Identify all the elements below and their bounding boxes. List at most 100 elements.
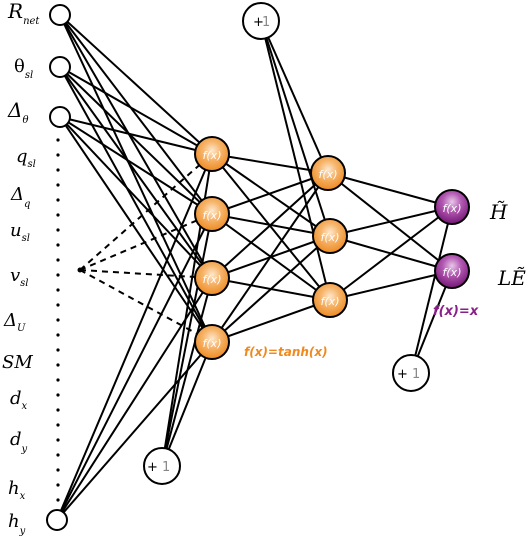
edge-bias-hidden1	[161, 213, 213, 467]
ellipsis-dot	[56, 498, 60, 502]
input-label-delta-u: ΔU	[3, 310, 26, 334]
hidden1-node-3: f(x)	[194, 260, 230, 296]
dashed-fan-origin	[77, 267, 83, 273]
edge-input-hidden1	[59, 116, 213, 215]
input-node-delta-theta	[49, 106, 71, 128]
edge-input-hidden1	[59, 116, 213, 279]
input-label-h-x: hx	[8, 478, 26, 502]
edge-hidden2-output	[327, 172, 453, 208]
node-function-label: f(x)	[203, 149, 222, 162]
ellipsis-dot	[56, 408, 60, 412]
input-node-h-y	[46, 509, 68, 531]
connections	[56, 14, 453, 521]
edge-input-hidden1	[59, 66, 213, 279]
edge-hidden1-hidden2	[211, 172, 329, 279]
input-node-theta-sl	[49, 56, 71, 78]
ellipsis-dot	[56, 258, 60, 262]
bias-one: 1	[412, 367, 420, 382]
node-function-label: f(x)	[203, 337, 222, 350]
edge-bias-hidden2	[260, 20, 329, 174]
output-label-le: LẼ	[497, 266, 526, 290]
node-function-label: f(x)	[443, 266, 462, 279]
ellipsis-dot	[56, 348, 60, 352]
edge-hidden-inputs-dashed	[79, 213, 213, 271]
input-label-r-net: Rnet	[7, 0, 40, 27]
edge-input-hidden1	[56, 153, 213, 521]
edge-hidden1-hidden2	[211, 153, 331, 301]
output-node-h: f(x)	[434, 189, 470, 225]
edge-hidden1-hidden2	[211, 172, 329, 215]
edge-input-hidden1	[59, 66, 213, 343]
node-function-label: f(x)	[203, 209, 222, 222]
bias-one: 1	[162, 460, 170, 475]
ellipsis-dot	[56, 288, 60, 292]
edge-input-hidden1	[59, 14, 213, 279]
bias-node-bottom-right: + 1	[392, 354, 430, 392]
output-label-h: H̃	[489, 200, 508, 224]
edge-input-hidden1	[59, 66, 213, 215]
hidden2-node-2: f(x)	[312, 218, 348, 254]
edge-bias-hidden2	[260, 20, 331, 237]
bias-plus: +	[253, 15, 264, 30]
ellipsis-dot	[56, 453, 60, 457]
ellipsis-dot	[56, 423, 60, 427]
ellipsis-dot	[56, 318, 60, 322]
edge-bias-hidden1	[161, 277, 213, 467]
ellipsis-dot	[56, 483, 60, 487]
bias-plus: +	[147, 460, 158, 475]
input-label-theta-sl: θsl	[14, 56, 33, 81]
edge-hidden1-hidden2	[211, 235, 331, 343]
ellipsis-dot	[56, 363, 60, 367]
edge-input-hidden1	[59, 14, 213, 215]
ellipsis-dot	[56, 468, 60, 472]
hidden1-node-2: f(x)	[194, 196, 230, 232]
bias-node-bottom-left: + 1	[143, 447, 181, 485]
ellipsis-dot	[56, 168, 60, 172]
output-node-le: f(x)	[434, 253, 470, 289]
hidden2-node-1: f(x)	[310, 155, 346, 191]
input-label-u-sl: usl	[10, 220, 30, 244]
ellipsis-dot	[56, 213, 60, 217]
edge-bias-output	[410, 206, 453, 374]
ellipsis-dot	[56, 378, 60, 382]
edge-hidden-inputs-dashed	[79, 269, 213, 279]
input-label-delta-theta: Δθ	[7, 98, 28, 126]
ellipsis-dot	[56, 183, 60, 187]
edge-input-hidden1	[59, 116, 213, 343]
edge-input-hidden1	[59, 116, 213, 155]
edge-hidden2-output	[329, 206, 453, 301]
edge-input-hidden1	[56, 213, 213, 521]
edge-hidden2-output	[329, 206, 453, 237]
hidden2-node-3: f(x)	[312, 282, 348, 318]
ellipsis-dot	[56, 438, 60, 442]
input-label-h-y: hy	[8, 511, 26, 537]
edge-bias-hidden2	[260, 20, 331, 301]
edge-hidden-inputs-dashed	[79, 153, 213, 271]
input-label-delta-q: Δq	[10, 184, 30, 210]
edge-bias-hidden1	[161, 341, 213, 467]
node-function-label: f(x)	[321, 231, 340, 244]
input-node-r-net	[49, 4, 71, 26]
ellipsis-dot	[56, 228, 60, 232]
ellipsis-dot	[56, 243, 60, 247]
node-function-label: f(x)	[321, 295, 340, 308]
bias-plus: +	[397, 367, 408, 382]
ellipsis-dot	[56, 333, 60, 337]
edge-input-hidden1	[59, 14, 213, 343]
edge-hidden1-hidden2	[211, 299, 331, 343]
output-activation-label: f(x)=x	[433, 304, 479, 319]
edge-hidden1-hidden2	[211, 172, 329, 343]
ellipsis-dot	[56, 138, 60, 142]
ellipsis-dot	[56, 273, 60, 277]
input-ellipsis-dots	[56, 138, 83, 502]
hidden-activation-label: f(x)=tanh(x)	[244, 345, 328, 359]
input-label-q-sl: qsl	[16, 146, 36, 170]
bias-node-top: + 1	[242, 2, 280, 40]
input-label-v-sl: vsl	[10, 265, 29, 289]
bias-one: 1	[262, 15, 270, 30]
edge-hidden2-output	[329, 270, 453, 301]
node-function-label: f(x)	[319, 168, 338, 181]
ellipsis-dot	[56, 153, 60, 157]
